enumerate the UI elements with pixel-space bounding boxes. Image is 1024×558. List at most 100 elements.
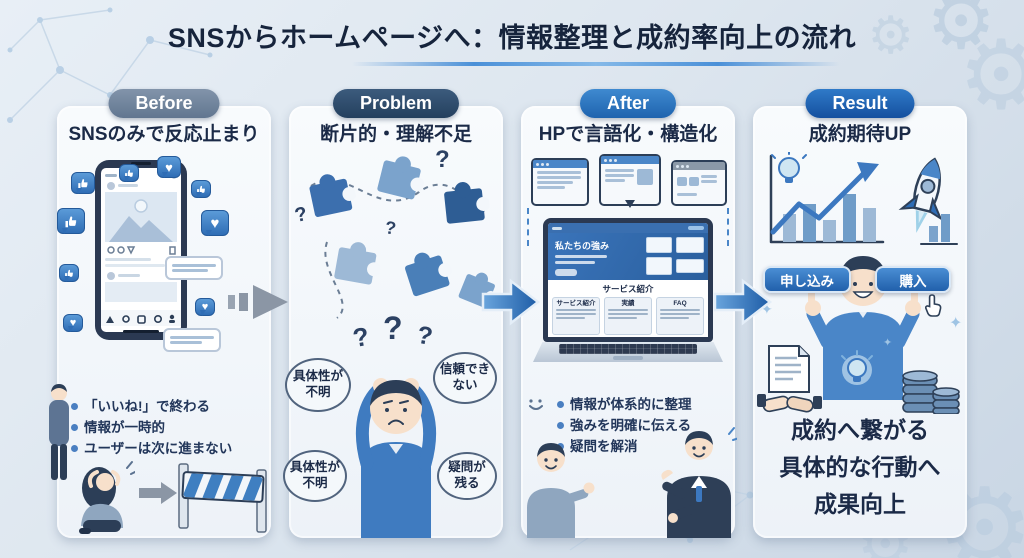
- bullet-item: 「いいね!」で終わる: [71, 396, 232, 417]
- card-label: 実績: [621, 300, 635, 307]
- blocked-user-illustration: [49, 384, 271, 536]
- small-arrow-icon: [139, 482, 177, 504]
- heart-reaction-icon: ♥: [157, 156, 181, 178]
- bullet-text: ユーザーは次に進まない: [84, 441, 233, 456]
- browser-window-icon: [599, 154, 661, 208]
- section-title: サービス紹介: [602, 284, 654, 294]
- puzzle-piece-icon: [444, 182, 491, 224]
- panel-after: After HPで言語化・構造化 私たちの強み: [521, 89, 737, 538]
- complaint-bubble: 信頼できない: [433, 352, 497, 404]
- page-title: SNSからホームページへ：情報整理と成約率向上の流れ: [167, 23, 857, 53]
- like-reaction-icon: [71, 172, 95, 194]
- dashed-connector: [527, 208, 529, 246]
- heart-reaction-icon: ♥: [195, 298, 215, 316]
- title-underline: [352, 62, 840, 66]
- puzzle-piece-icon: [334, 242, 382, 285]
- laptop-keyboard: [559, 344, 697, 354]
- site-card-service: サービス紹介: [552, 297, 600, 335]
- confused-person-icon: [355, 378, 437, 538]
- gear-icon: ⚙: [867, 7, 914, 65]
- flow-arrow-blue-icon: [481, 278, 541, 326]
- bullet-dot-icon: [557, 401, 564, 408]
- panel-problem: Problem 断片的・理解不足 ?: [283, 89, 503, 538]
- homepage-hero: 私たちの強み: [548, 233, 708, 280]
- rocket-icon: [898, 157, 943, 233]
- laptop-homepage-illustration: 私たちの強み サービス紹介 サービス紹介 実績 FAQ: [533, 218, 723, 368]
- laptop-screen: 私たちの強み サービス紹介 サービス紹介 実績 FAQ: [543, 218, 713, 342]
- badge-before: Before: [108, 89, 220, 118]
- bullet-dot-icon: [71, 445, 78, 452]
- like-reaction-icon: [119, 164, 139, 182]
- browser-window-icon: [671, 160, 727, 206]
- gear-icon: ⚙: [926, 0, 996, 65]
- gear-icon: ⚙: [957, 22, 1024, 129]
- badge-problem: Problem: [332, 89, 460, 118]
- bullet-text: 強みを明確に伝える: [570, 418, 692, 433]
- comment-bubble: [165, 256, 223, 280]
- buy-button-illustration: 購入: [875, 266, 951, 293]
- before-bullet-list: 「いいね!」で終わる 情報が一時的 ユーザーは次に進まない: [71, 396, 232, 459]
- complaint-bubble: 具体性が不明: [285, 358, 351, 412]
- sparkle-icon: ✦: [949, 315, 963, 332]
- bullet-dot-icon: [71, 424, 78, 431]
- before-heading: SNSのみで反応止まり: [68, 124, 260, 145]
- flow-arrow-blue-icon: [713, 278, 773, 326]
- growth-chart-rocket-illustration: [769, 152, 958, 245]
- complaint-bubble: 具体性が不明: [283, 450, 347, 502]
- puzzle-piece-icon: [377, 156, 425, 200]
- bullet-text: 情報が一時的: [84, 420, 165, 435]
- browser-window-icon: [531, 158, 589, 206]
- barrier-icon: [178, 463, 267, 533]
- badge-after: After: [579, 89, 677, 118]
- hero-card: [646, 257, 672, 275]
- outcome-line: 成約へ繋がる: [791, 417, 929, 443]
- result-outcome-text: 成約へ繋がる 具体的な行動へ 成果向上: [753, 412, 967, 523]
- lightbulb-icon: [771, 152, 807, 183]
- like-reaction-icon: [191, 180, 211, 198]
- bullet-item: 情報が一時的: [71, 417, 232, 438]
- bullet-item: 強みを明確に伝える: [557, 415, 692, 436]
- complaint-bubble: 疑問が残る: [437, 452, 497, 500]
- coin-stack-icon: [902, 370, 960, 414]
- bullet-text: 情報が体系的に整理: [570, 397, 692, 412]
- businessman-icon: [661, 427, 737, 538]
- result-heading: 成約期待UP: [808, 124, 912, 145]
- standing-person-icon: [49, 384, 69, 480]
- like-reaction-icon: [57, 208, 85, 234]
- bullet-item: ユーザーは次に進まない: [71, 438, 232, 459]
- bullet-dot-icon: [557, 422, 564, 429]
- after-bullet-list: 情報が体系的に整理 強みを明確に伝える 疑問を解消: [557, 394, 692, 457]
- smartphone-icon: [95, 160, 187, 340]
- bullet-text: 「いいね!」で終わる: [84, 399, 210, 414]
- sparkle-icon: ✦: [761, 301, 773, 317]
- comment-bubble: [163, 328, 221, 352]
- glow-lightbulb-icon: [841, 350, 873, 385]
- problem-heading: 断片的・理解不足: [319, 124, 472, 145]
- puzzle-illustration: ? ? ?: [293, 146, 497, 322]
- cursor-hand-icon: [925, 294, 942, 317]
- laptop-touchpad: [613, 356, 643, 360]
- heart-reaction-icon: ♥: [63, 314, 83, 332]
- crouching-person-icon: [79, 461, 135, 534]
- panel-result: Result 成約期待UP: [753, 89, 967, 538]
- happy-customer-icon: [805, 256, 921, 400]
- apply-button-illustration: 申し込み: [763, 266, 851, 293]
- question-mark-icon: ?: [383, 310, 403, 346]
- bullet-dot-icon: [71, 403, 78, 410]
- outcome-line: 成果向上: [814, 491, 906, 517]
- browser-toolbar: [548, 223, 708, 233]
- after-heading: HPで言語化・構造化: [538, 124, 718, 145]
- sns-phone-illustration: ♥ ♥ ♥ ♥: [57, 152, 271, 392]
- hero-card: [646, 237, 672, 253]
- badge-result: Result: [805, 89, 915, 118]
- bullet-text: 疑問を解消: [570, 439, 638, 454]
- panel-before: Before SNSのみで反応止まり: [49, 89, 271, 538]
- sparkle-icon: ✦: [883, 337, 893, 349]
- homepage-body: サービス紹介 サービス紹介 実績 FAQ: [548, 280, 708, 337]
- hero-card: [676, 259, 704, 273]
- puzzle-piece-icon: [405, 252, 453, 297]
- site-card-faq: FAQ: [656, 297, 704, 335]
- casual-person-icon: [527, 443, 595, 538]
- like-reaction-icon: [59, 264, 79, 282]
